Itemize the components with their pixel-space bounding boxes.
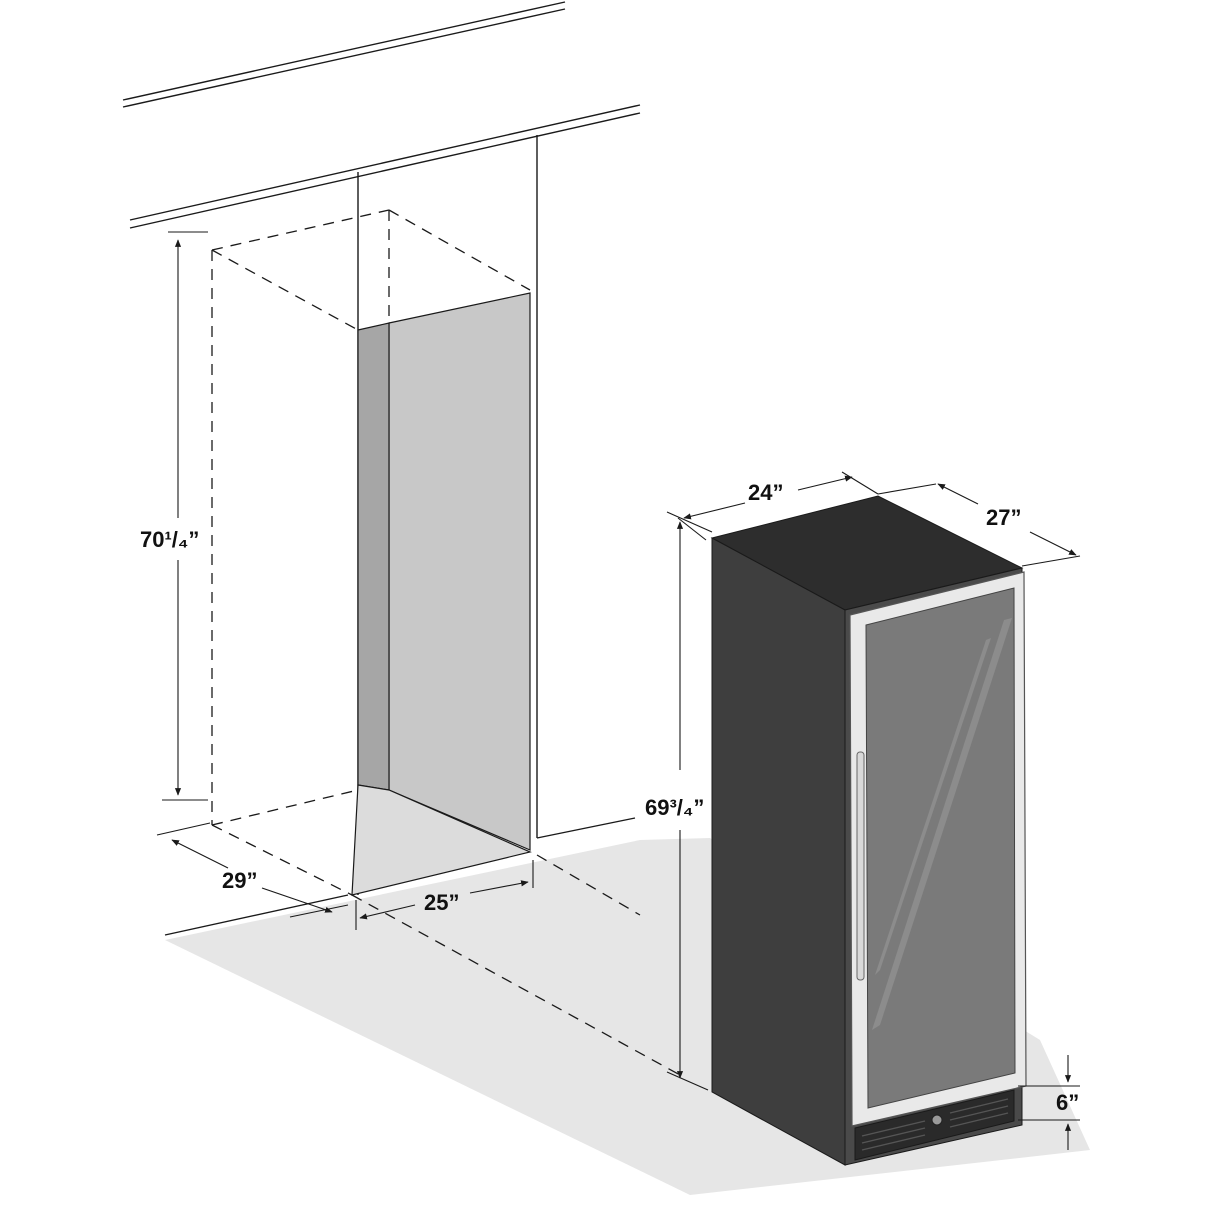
cutout-dashed-volume (211, 209, 681, 1076)
cavity-floor (351, 784, 532, 896)
toe-kick-dimension (1018, 1055, 1080, 1150)
cutout-width-label: 25” (424, 890, 459, 915)
glass-reflection (872, 618, 1012, 1030)
unit-height-label: 69³/₄” (645, 795, 704, 820)
unit-depth-label: 27” (986, 505, 1021, 530)
unit-depth-dimension (877, 483, 1081, 567)
cutout-height-dimension (162, 231, 208, 801)
cutout-height-label: 70¹/₄” (140, 527, 199, 552)
cavity-side-wall (357, 322, 390, 791)
unit-height-dimension (666, 511, 713, 1091)
cooler-side (711, 537, 846, 1166)
lock-icon (931, 1114, 943, 1126)
cabinet-cutout-illustration (351, 292, 532, 896)
cutout-depth-dimension (156, 822, 349, 918)
grille-slats (861, 1098, 1009, 1151)
unit-width-label: 24” (748, 480, 783, 505)
cutout-width-dimension (355, 860, 534, 930)
wine-cooler-illustration (710, 495, 1027, 1166)
unit-width-dimension (677, 471, 879, 541)
glass-reflection-2 (875, 638, 991, 975)
cavity-back-wall (388, 292, 531, 851)
toe-kick-label: 6” (1056, 1090, 1079, 1115)
door-handle (856, 751, 865, 981)
cutout-depth-label: 29” (222, 868, 257, 893)
